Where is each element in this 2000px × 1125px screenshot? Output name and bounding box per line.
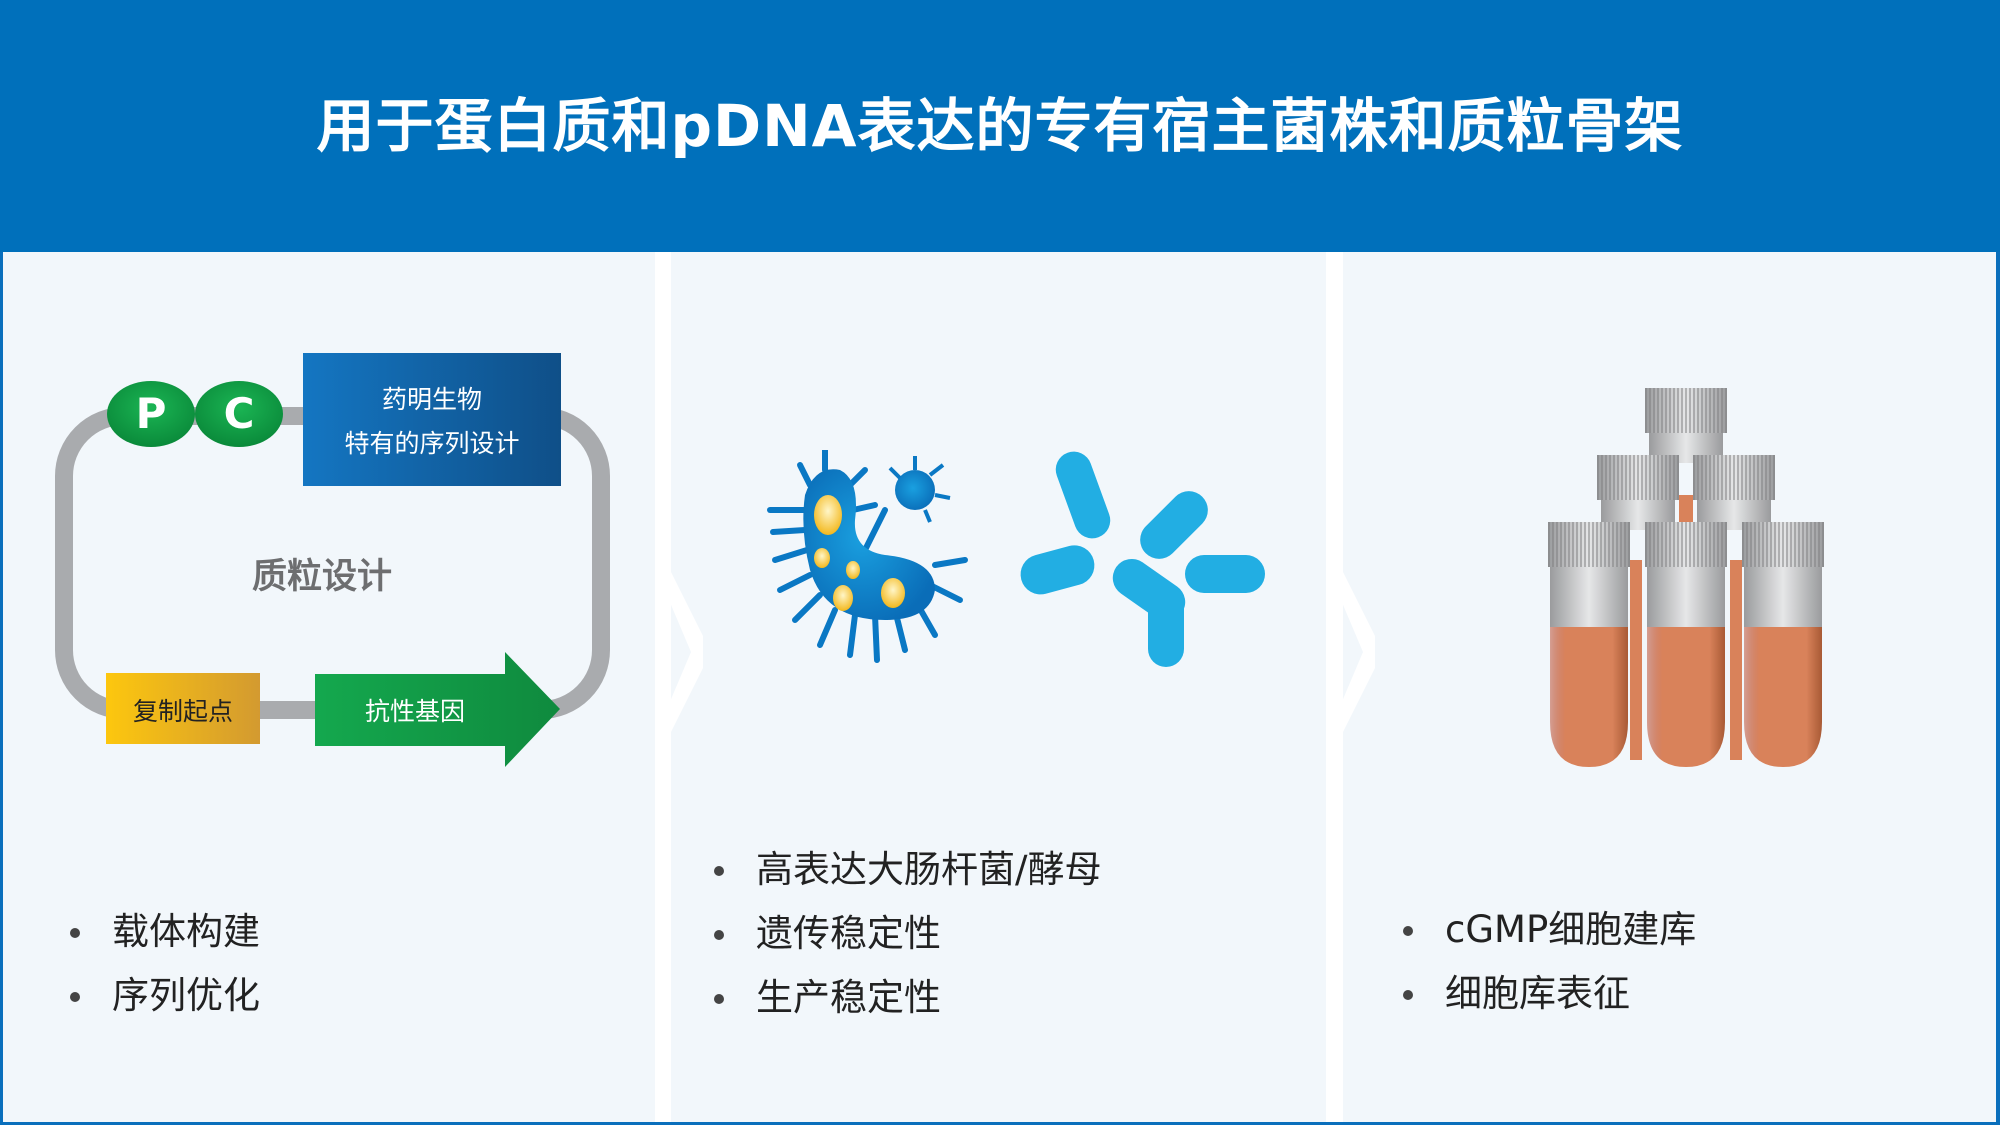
bullet-icon <box>714 866 724 876</box>
list-item: 生产稳定性 <box>714 966 1101 1030</box>
list-item: 遗传稳定性 <box>714 902 1101 966</box>
list-item: 序列优化 <box>70 964 260 1028</box>
promoter-element <box>107 381 195 447</box>
bullet-text: 生产稳定性 <box>756 976 941 1019</box>
list-item: 高表达大肠杆菌/酵母 <box>714 838 1101 902</box>
resistance-gene-arrow <box>315 652 560 767</box>
chevron-separator-icon <box>1327 252 1375 1122</box>
bullet-icon <box>714 994 724 1004</box>
bullet-text: 序列优化 <box>112 974 260 1017</box>
panel2-bullet-list: 高表达大肠杆菌/酵母 遗传稳定性 生产稳定性 <box>714 838 1101 1030</box>
page-title: 用于蛋白质和pDNA表达的专有宿主菌株和质粒骨架 <box>316 92 1684 160</box>
bullet-icon <box>1403 926 1413 936</box>
origin-label: 复制起点 <box>132 697 233 726</box>
bullet-text: 高表达大肠杆菌/酵母 <box>756 848 1102 891</box>
bullet-icon <box>70 928 80 938</box>
wuxi-box-line2: 特有的序列设计 <box>344 429 520 458</box>
list-item: cGMP细胞建库 <box>1403 898 1696 962</box>
bullet-text: 细胞库表征 <box>1445 972 1630 1015</box>
wuxi-sequence-box <box>303 353 561 486</box>
header-banner: 用于蛋白质和pDNA表达的专有宿主菌株和质粒骨架 <box>0 0 2000 252</box>
bullet-icon <box>1403 990 1413 1000</box>
promoter-label: P <box>135 389 167 438</box>
bullet-icon <box>714 930 724 940</box>
plasmid-loop <box>55 353 610 767</box>
panel-host-strains <box>671 252 1326 1122</box>
resistance-label: 抗性基因 <box>364 697 465 726</box>
origin-box <box>106 673 260 744</box>
list-item: 细胞库表征 <box>1403 962 1696 1026</box>
wuxi-box-line1: 药明生物 <box>381 385 482 414</box>
list-item: 载体构建 <box>70 900 260 964</box>
bullet-text: 载体构建 <box>112 910 260 953</box>
panel1-bullet-list: 载体构建 序列优化 <box>70 900 260 1028</box>
c-element <box>195 381 283 447</box>
c-label: C <box>223 389 255 438</box>
bullet-text: 遗传稳定性 <box>756 912 941 955</box>
plasmid-design-label: 质粒设计 <box>251 557 392 597</box>
panel3-bullet-list: cGMP细胞建库 细胞库表征 <box>1403 898 1696 1026</box>
bullet-icon <box>70 992 80 1002</box>
bullet-text: cGMP细胞建库 <box>1445 908 1697 951</box>
cell-bank-vials-icon <box>1548 388 1824 767</box>
chevron-separator-icon <box>655 252 703 1122</box>
bacteria-icon <box>767 450 968 663</box>
yeast-icon <box>1020 451 1265 667</box>
